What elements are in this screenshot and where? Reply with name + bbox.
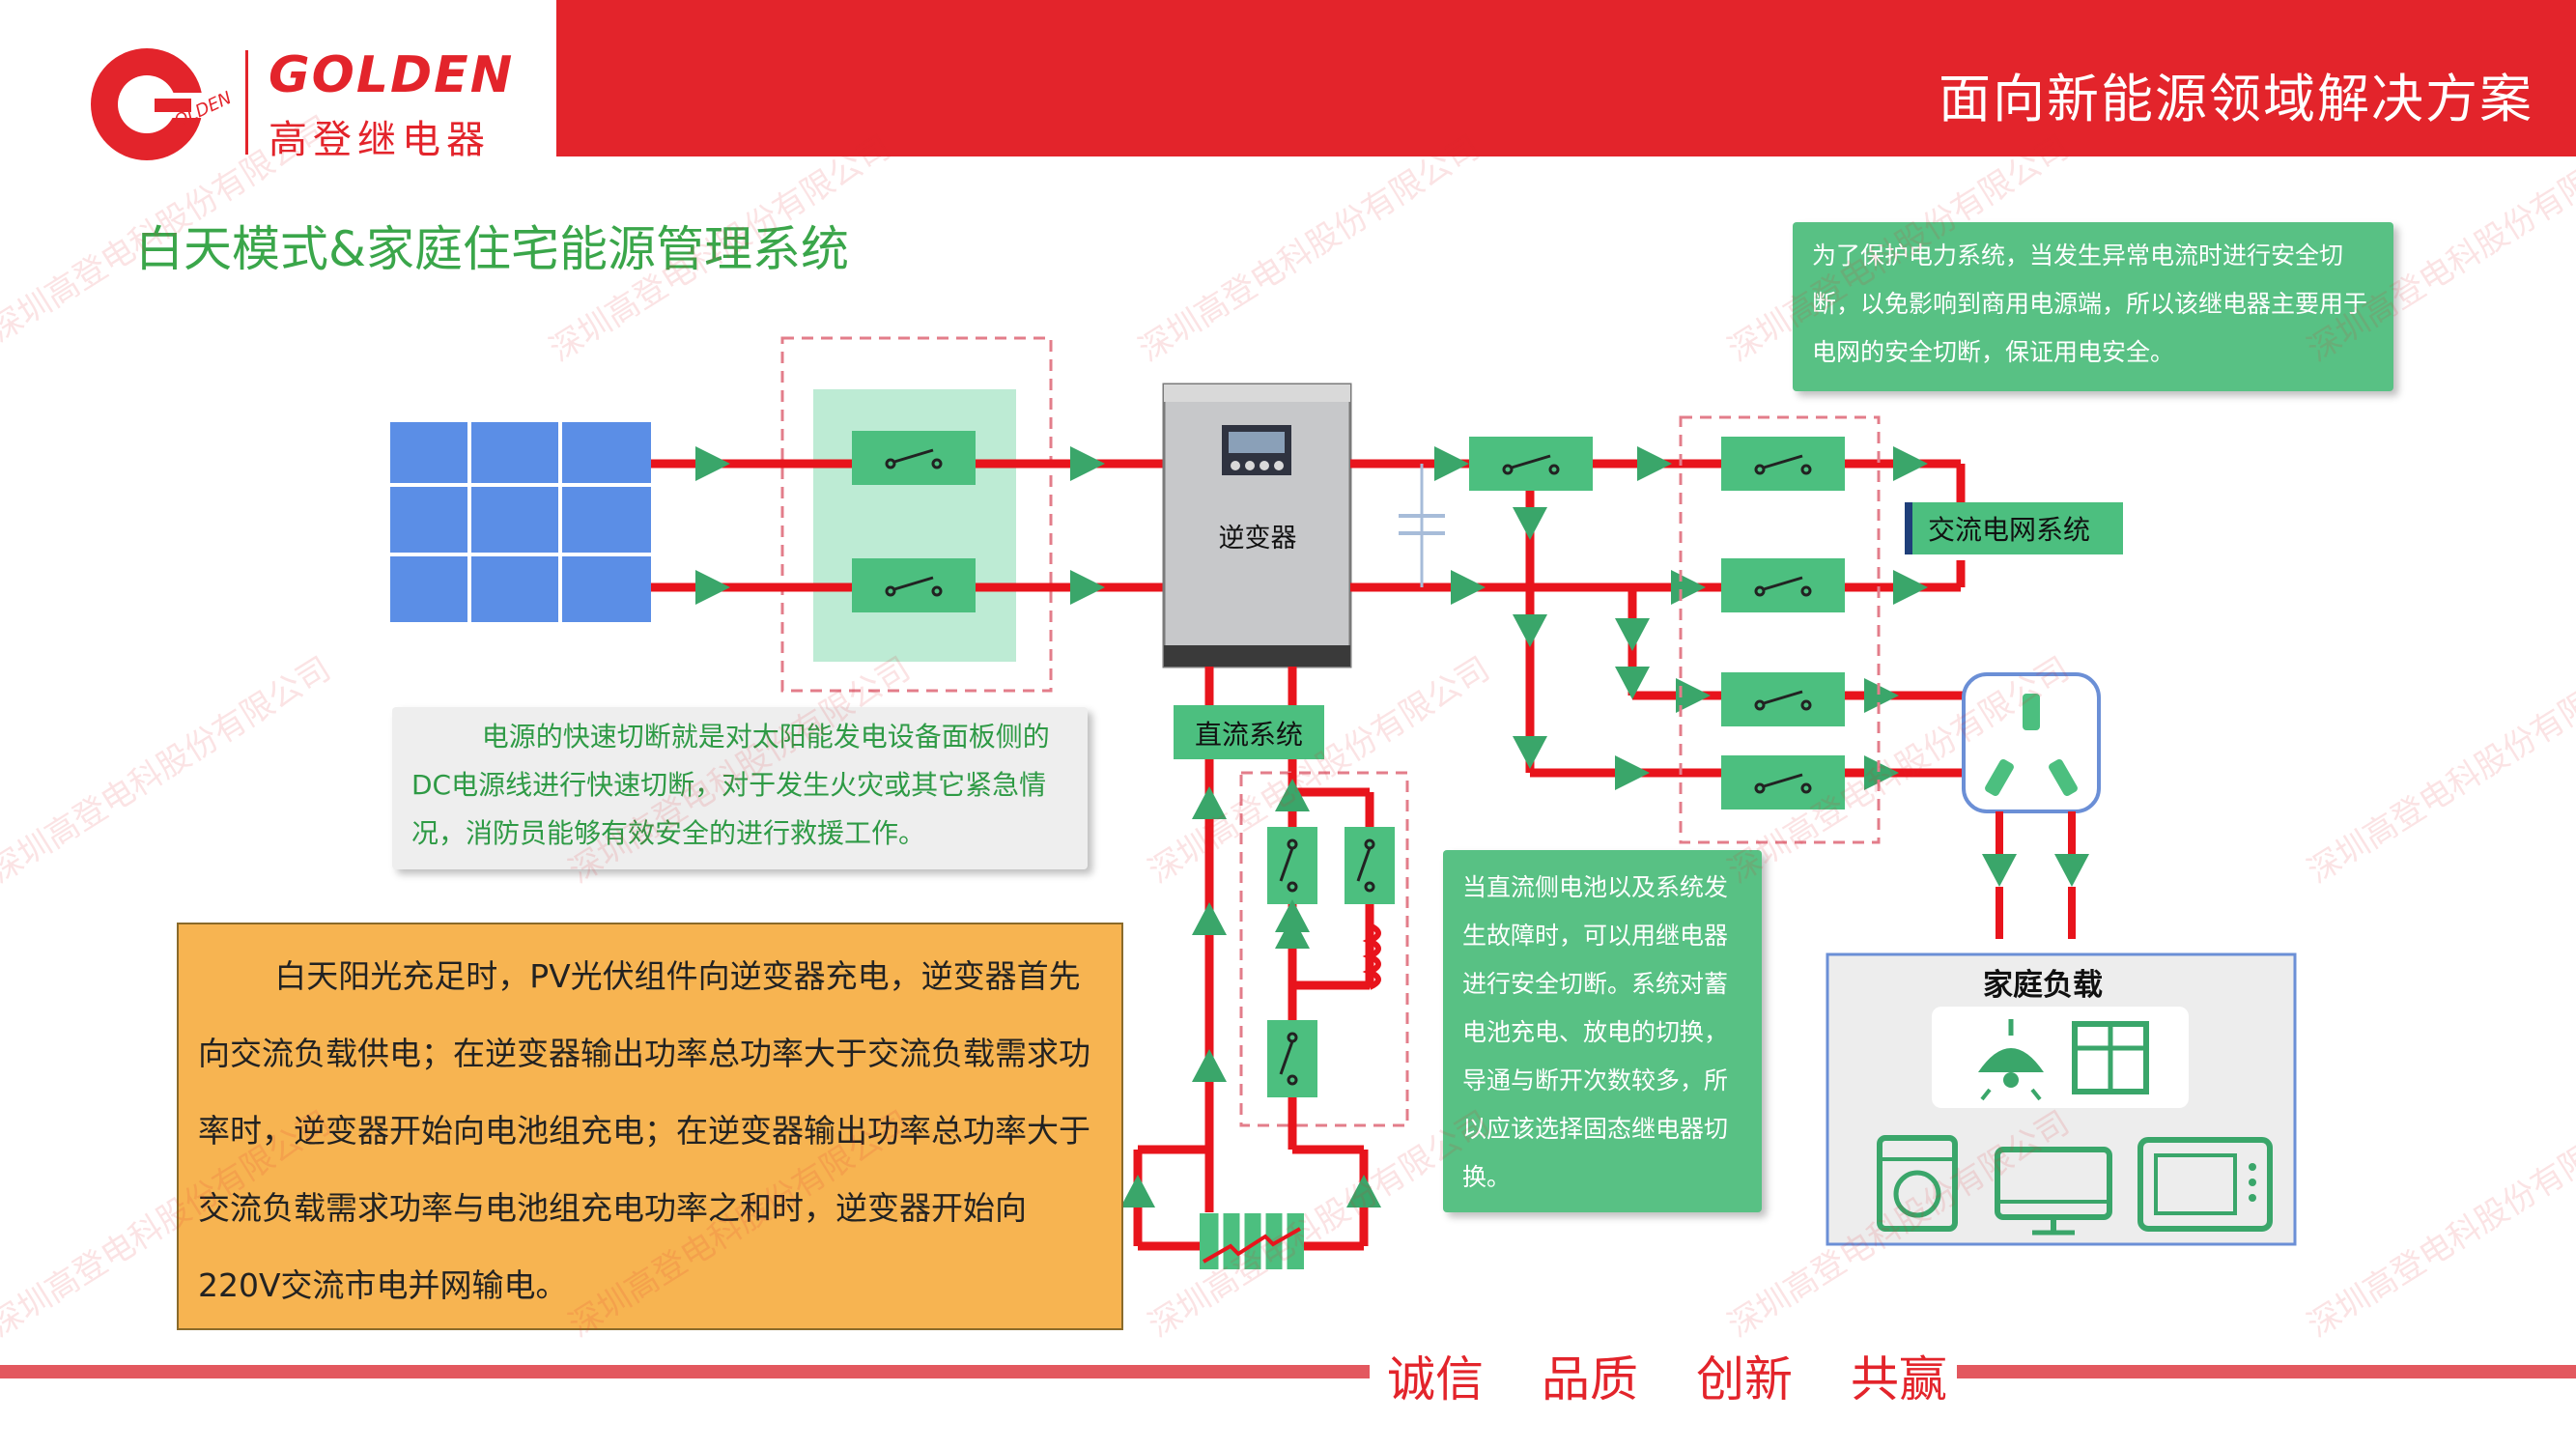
- daylight-mode-note: 白天阳光充足时，PV光伏组件向逆变器充电，逆变器首先向交流负载供电；在逆变器输出…: [177, 923, 1123, 1330]
- header-band: [556, 0, 2576, 156]
- dc-relay-panel: [813, 389, 1016, 662]
- footer-line-right: [1957, 1365, 2576, 1378]
- grid-label: 交流电网系统: [1928, 514, 2090, 546]
- pv-relay-top: [850, 429, 977, 487]
- solar-panel-icon: [390, 422, 651, 622]
- dc-shutdown-note: 电源的快速切断就是对太阳能发电设备面板侧的DC电源线进行快速切断，对于发生火灾或…: [392, 707, 1088, 869]
- dc-system-box: [1174, 705, 1324, 759]
- ac-relay-2: [1719, 556, 1847, 614]
- inverter-label: 逆变器: [1219, 524, 1297, 554]
- battery-switch-note: 当直流侧电池以及系统发生故障时，可以用继电器进行安全切断。系统对蓄电池充电、放电…: [1443, 850, 1762, 1212]
- inverter-icon: [1162, 383, 1352, 668]
- slogan-word: 共赢: [1851, 1351, 1947, 1407]
- header-title: 面向新能源领域解决方案: [1939, 69, 2534, 129]
- battery-relay-1: [1265, 825, 1319, 906]
- footer-slogan: 诚信 品质 创新 共赢: [1387, 1341, 1947, 1410]
- slogan-word: 创新: [1696, 1351, 1793, 1407]
- battery-relay-3: [1265, 1018, 1319, 1099]
- ac-relay-main: [1467, 435, 1595, 493]
- coil-icon: [1362, 923, 1381, 990]
- slogan-word: 诚信: [1387, 1351, 1484, 1407]
- ceiling-lamp-icon: [1978, 1019, 2044, 1101]
- golden-logo-icon: OLDEN: [91, 48, 235, 160]
- pv-relay-bottom: [850, 556, 977, 614]
- dc-system-label: 直流系统: [1195, 719, 1303, 751]
- home-load-label: 家庭负载: [1983, 968, 2103, 1003]
- brand-separator: [245, 50, 248, 155]
- ac-relay-1: [1719, 435, 1847, 493]
- battery-relay-group: [1239, 771, 1409, 1127]
- ac-relay-group: [1679, 415, 1881, 844]
- computer-monitor-icon: [1995, 1147, 2112, 1236]
- dc-relay-group: [780, 336, 1053, 693]
- brand-name-en: GOLDEN: [269, 46, 515, 104]
- protect-note: 为了保护电力系统，当发生异常电流时进行安全切断，以免影响到商用电源端，所以该继电…: [1793, 222, 2393, 391]
- microwave-icon: [2137, 1137, 2273, 1232]
- washing-machine-icon: [1877, 1135, 1958, 1232]
- battery-relay-2: [1343, 825, 1397, 906]
- brand-name-cn: 高登继电器: [269, 118, 491, 162]
- slogan-word: 品质: [1542, 1351, 1638, 1407]
- grid-box: [1905, 502, 2123, 554]
- page-title: 白天模式&家庭住宅能源管理系统: [135, 221, 849, 277]
- footer-line-left: [0, 1365, 1370, 1378]
- battery-pack-icon: [1200, 1213, 1304, 1269]
- ac-relay-3: [1719, 670, 1847, 728]
- power-socket-icon: [1962, 672, 2101, 813]
- window-icon: [2072, 1021, 2149, 1094]
- ac-relay-4: [1719, 753, 1847, 811]
